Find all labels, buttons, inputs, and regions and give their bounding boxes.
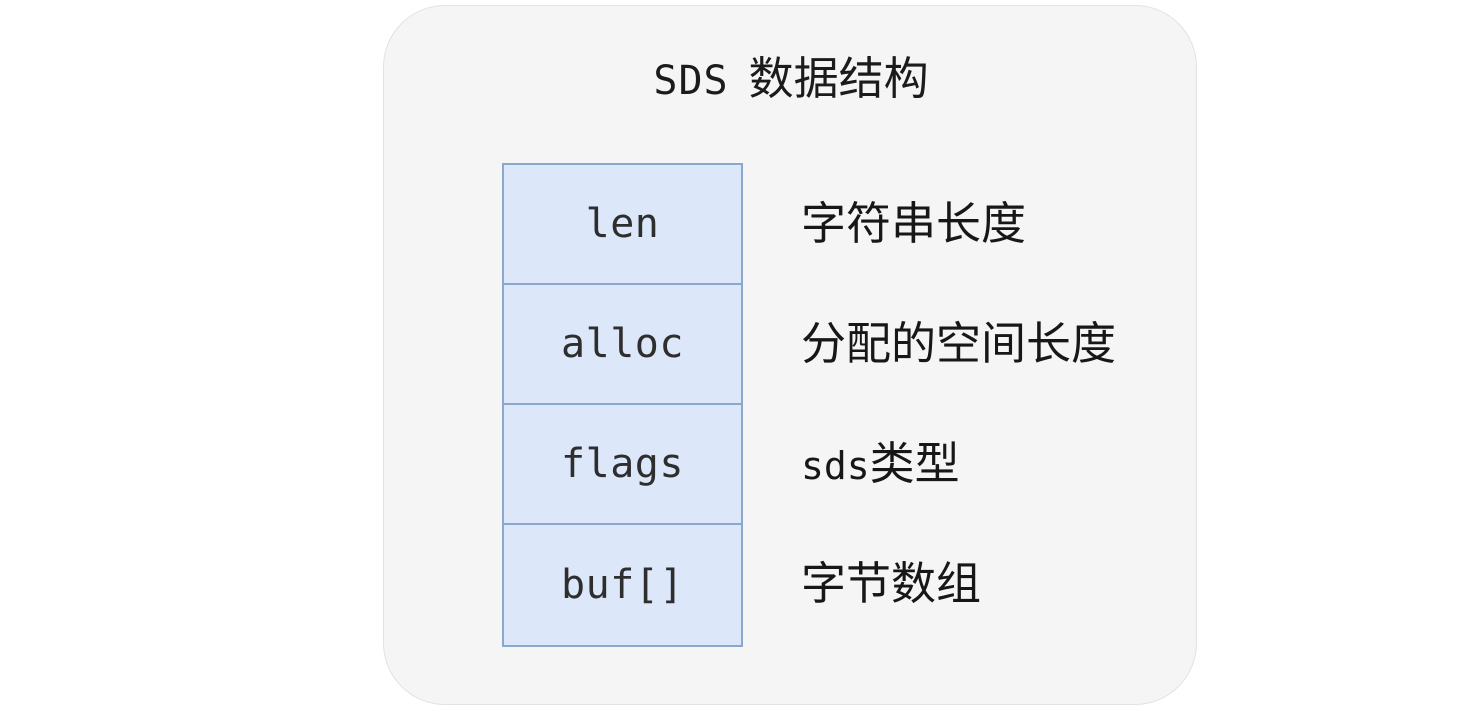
struct-field-table: len alloc flags buf[] bbox=[502, 163, 743, 647]
field-description-len: 字符串长度 bbox=[801, 201, 1026, 246]
field-description-len-cjk: 字符串长度 bbox=[801, 196, 1027, 250]
field-description-flags: sds类型 bbox=[801, 441, 960, 486]
table-row: flags bbox=[504, 405, 741, 525]
list-item: 字节数组 bbox=[801, 523, 1191, 643]
field-description-buf-cjk: 字节数组 bbox=[801, 556, 982, 610]
table-row: buf[] bbox=[504, 525, 741, 645]
field-description-flags-cjk: 类型 bbox=[869, 436, 960, 490]
panel-title-mono: SDS bbox=[653, 58, 729, 104]
field-name-alloc: alloc bbox=[561, 321, 684, 367]
field-description-alloc: 分配的空间长度 bbox=[801, 321, 1116, 366]
list-item: sds类型 bbox=[801, 403, 1191, 523]
field-name-flags: flags bbox=[561, 441, 684, 487]
field-name-len: len bbox=[585, 201, 660, 247]
field-description-flags-mono: sds bbox=[801, 443, 870, 488]
field-description-buf: 字节数组 bbox=[801, 561, 981, 606]
panel-title-cjk: 数据结构 bbox=[748, 52, 929, 105]
sds-structure-panel: SDS 数据结构 len alloc flags buf[] 字符串长度 分配的空… bbox=[383, 5, 1197, 705]
table-row: alloc bbox=[504, 285, 741, 405]
panel-title: SDS 数据结构 bbox=[384, 42, 1198, 107]
table-row: len bbox=[504, 165, 741, 285]
field-description-alloc-cjk: 分配的空间长度 bbox=[801, 316, 1117, 370]
field-description-list: 字符串长度 分配的空间长度 sds类型 字节数组 bbox=[801, 163, 1191, 643]
list-item: 字符串长度 bbox=[801, 163, 1191, 283]
list-item: 分配的空间长度 bbox=[801, 283, 1191, 403]
field-name-buf: buf[] bbox=[561, 562, 684, 608]
